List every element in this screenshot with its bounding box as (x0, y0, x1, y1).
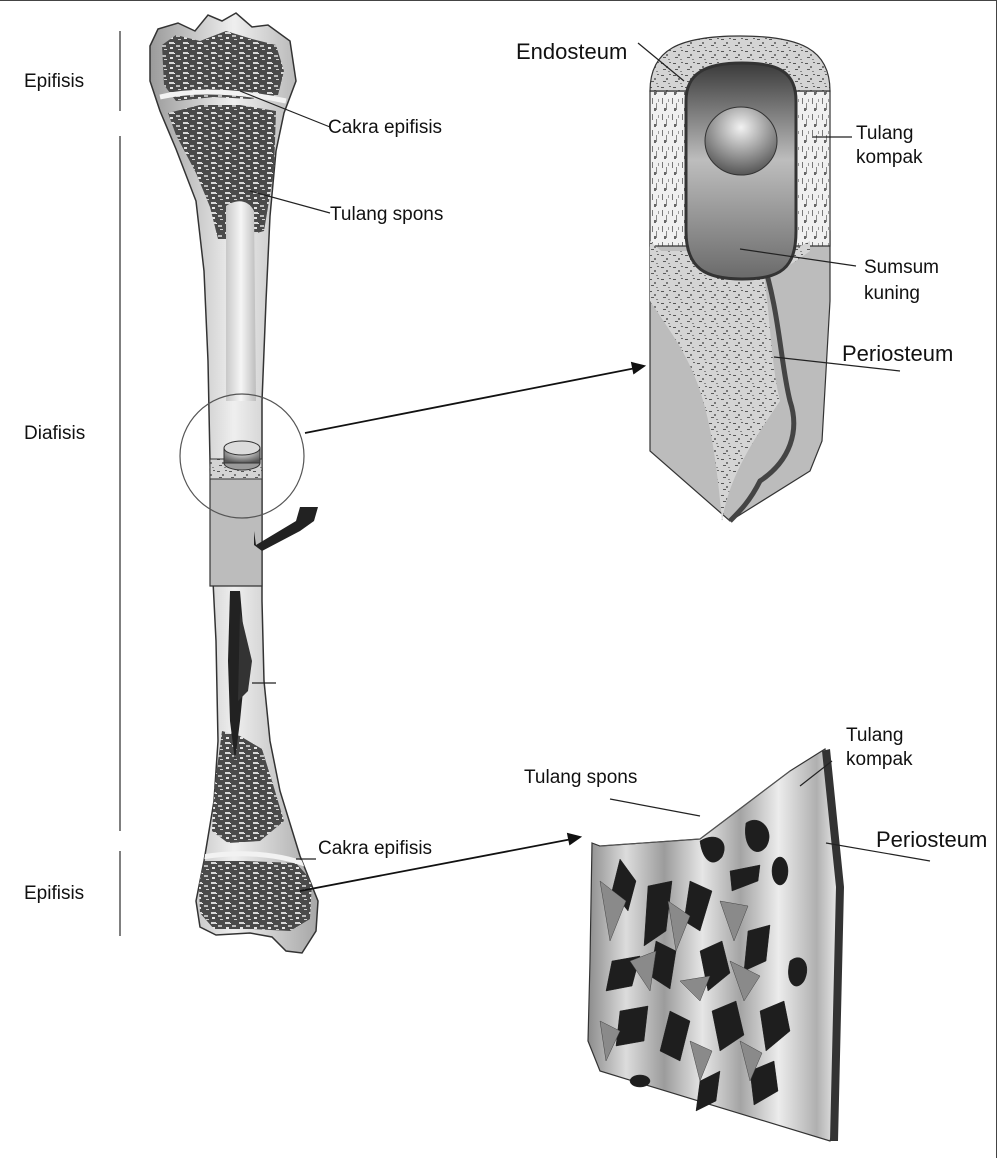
spongy-detail (588, 749, 844, 1141)
pointer-lines (300, 363, 644, 891)
label-epifisis-top: Epifisis (24, 71, 84, 93)
label-tulang-kompak-bottom-line1: Tulang (846, 725, 903, 747)
label-tulang-kompak-bottom-line2: kompak (846, 749, 913, 771)
label-cakra-epifisis-bottom: Cakra epifisis (318, 838, 432, 860)
label-periosteum-bottom: Periosteum (876, 827, 987, 852)
label-periosteum-top: Periosteum (842, 341, 953, 366)
label-endosteum: Endosteum (516, 39, 627, 64)
label-diafisis: Diafisis (24, 423, 85, 445)
label-tulang-kompak-top-line2: kompak (856, 147, 923, 169)
diaphysis-detail (650, 36, 830, 521)
label-tulang-kompak-top-line1: Tulang (856, 123, 913, 145)
label-sumsum-kuning-line1: Sumsum (864, 257, 939, 279)
long-bone (150, 13, 318, 953)
label-cakra-epifisis-top: Cakra epifisis (328, 117, 442, 139)
label-sumsum-kuning-line2: kuning (864, 283, 920, 305)
label-epifisis-bottom: Epifisis (24, 883, 84, 905)
label-tulang-spons-detail: Tulang spons (524, 767, 637, 789)
label-tulang-spons-bone: Tulang spons (330, 204, 443, 226)
